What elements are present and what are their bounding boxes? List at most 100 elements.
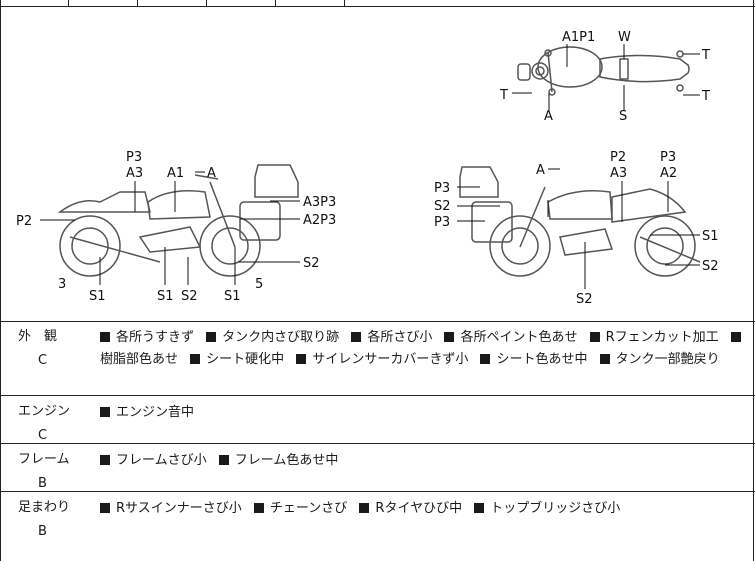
condition-item: Rタイヤひび中	[375, 501, 463, 516]
grade-label: B	[38, 476, 47, 491]
left-view-motorcycle	[57, 164, 299, 277]
bullet-square-icon	[206, 332, 217, 342]
condition-items: エンジン音中	[100, 402, 750, 424]
bullet-square-icon	[351, 332, 362, 342]
condition-item: フレームさび小	[116, 453, 207, 468]
header-table-strip	[0, 0, 755, 7]
label-5: 5	[255, 277, 263, 292]
label-p2: P2	[16, 214, 32, 229]
label-t-left: T	[499, 88, 508, 103]
category-label: エンジン	[18, 404, 71, 419]
label-s2-bottom-right: S2	[576, 292, 593, 307]
label-s2-front: S2	[303, 256, 320, 271]
damage-diagram: A1P1 W T T T A S	[0, 7, 755, 322]
label-s1-rear: S1	[89, 289, 106, 304]
label-s1-mid: S1	[157, 289, 174, 304]
category-label: フレーム	[18, 452, 70, 467]
label-a-handle: A	[207, 166, 216, 181]
bullet-square-icon	[100, 332, 110, 342]
bullet-square-icon	[218, 455, 229, 465]
right-view-leaders	[457, 168, 700, 289]
condition-item: トップブリッジさび小	[490, 501, 621, 516]
condition-item: 各所ペイント色あせ	[460, 330, 578, 345]
label-a3: A3	[126, 166, 143, 181]
bullet-square-icon	[444, 332, 455, 342]
condition-line: フレームさび小 フレーム色あせ中	[100, 450, 750, 472]
category-label: 外 観	[18, 329, 58, 344]
right-view-label-group: A P2 A3 P3 A2 P3 S2 P3 S1 S2 S2	[434, 150, 719, 307]
category-cell: 外 観 C	[18, 327, 78, 371]
condition-item: エンジン音中	[116, 405, 195, 420]
label-a2-right: A2	[660, 166, 677, 181]
top-view-leaders	[512, 44, 700, 110]
condition-item: サイレンサーカバーきず小	[312, 352, 469, 367]
label-p3: P3	[126, 150, 142, 165]
label-3: 3	[58, 277, 66, 292]
condition-item: タンク一部艶戻り	[615, 352, 720, 367]
label-a2p3: A2P3	[303, 213, 336, 228]
label-s1-front: S1	[224, 289, 241, 304]
label-a-handle-right: A	[536, 163, 545, 178]
left-view-label-group: P3 A3 A1 A P2 A3P3 A2P3 3 S1 S1 S2 S1 S2…	[16, 150, 336, 304]
category-cell: エンジン C	[18, 402, 78, 446]
condition-item: Rサスインナーさび小	[116, 501, 242, 516]
row-frame: フレーム B フレームさび小 フレーム色あせ中	[0, 444, 755, 492]
label-s-bottom: S	[619, 109, 627, 124]
condition-line: Rサスインナーさび小 チェーンさび Rタイヤひび中 トップブリッジさび小	[100, 498, 750, 520]
condition-item: フレーム色あせ中	[234, 453, 339, 468]
condition-item: 各所うすきず	[116, 330, 195, 345]
header-cell	[69, 0, 138, 6]
bullet-square-icon	[480, 354, 491, 364]
row-engine: エンジン C エンジン音中	[0, 396, 755, 444]
label-a-bottom: A	[544, 109, 553, 124]
bullet-square-icon	[190, 354, 201, 364]
category-cell: 足まわり B	[18, 498, 78, 542]
bullet-square-icon	[474, 503, 485, 513]
label-s2-box: S2	[434, 199, 451, 214]
condition-items: フレームさび小 フレーム色あせ中	[100, 450, 750, 472]
label-a1: A1	[167, 166, 184, 181]
label-p3-box-bottom: P3	[434, 215, 450, 230]
bullet-square-icon	[296, 354, 307, 364]
label-t-upper: T	[701, 48, 710, 63]
label-w: W	[618, 30, 631, 45]
bullet-square-icon	[253, 503, 264, 513]
bullet-square-icon	[100, 503, 110, 513]
bullet-square-icon	[359, 503, 370, 513]
label-t-lower: T	[701, 89, 710, 104]
condition-line: 樹脂部色あせ シート硬化中 サイレンサーカバーきず小 シート色あせ中 タンク一部…	[100, 349, 750, 371]
row-suspension: 足まわり B Rサスインナーさび小 チェーンさび Rタイヤひび中 トップブリッジ…	[0, 492, 755, 561]
header-cell	[138, 0, 207, 6]
header-cell	[0, 0, 69, 6]
label-p3-right: P3	[660, 150, 676, 165]
condition-item: タンク内さび取り跡	[222, 330, 340, 345]
label-s2-right: S2	[702, 259, 719, 274]
grade-label: C	[38, 353, 48, 368]
top-view-label-group: A1P1 W T T T A S	[499, 30, 710, 124]
header-cell	[276, 0, 345, 6]
grade-label: B	[38, 524, 47, 539]
condition-item: チェーンさび	[269, 501, 348, 516]
label-a1p1: A1P1	[562, 30, 595, 45]
bullet-square-icon	[599, 354, 610, 364]
grade-label: C	[38, 428, 48, 443]
right-view-motorcycle	[459, 166, 701, 277]
bullet-square-icon	[100, 455, 110, 465]
label-p3-box-top: P3	[434, 181, 450, 196]
condition-items: Rサスインナーさび小 チェーンさび Rタイヤひび中 トップブリッジさび小	[100, 498, 750, 520]
condition-item: 樹脂部色あせ	[100, 352, 179, 367]
left-view-leaders	[40, 171, 300, 285]
condition-line: 各所うすきず タンク内さび取り跡 各所さび小 各所ペイント色あせ Rフェンカット…	[100, 327, 750, 349]
category-label: 足まわり	[18, 500, 71, 515]
top-view-motorcycle	[517, 46, 690, 96]
header-cell	[207, 0, 276, 6]
bullet-square-icon	[100, 407, 110, 417]
condition-line: エンジン音中	[100, 402, 750, 424]
motorcycle-diagram-svg: A1P1 W T T T A S	[16, 30, 719, 307]
category-cell: フレーム B	[18, 450, 78, 494]
label-a3p3: A3P3	[303, 195, 336, 210]
label-p2-right: P2	[610, 150, 626, 165]
condition-items: 各所うすきず タンク内さび取り跡 各所さび小 各所ペイント色あせ Rフェンカット…	[100, 327, 750, 371]
row-exterior: 外 観 C 各所うすきず タンク内さび取り跡 各所さび小 各所ペイント色あせ R…	[0, 321, 755, 396]
